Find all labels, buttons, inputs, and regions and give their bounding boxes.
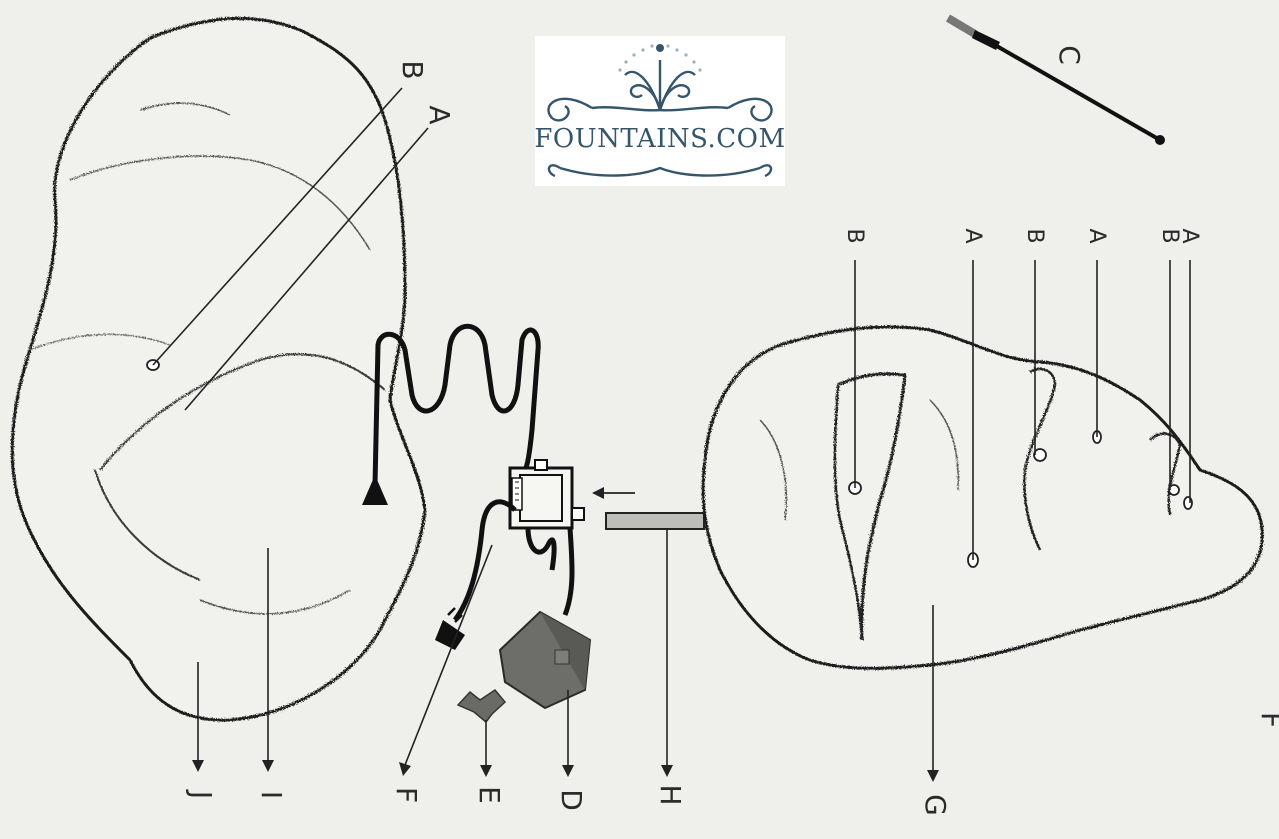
right-rock [703, 327, 1262, 668]
label-a-right-3: A [1177, 228, 1202, 243]
part-e [458, 690, 505, 722]
label-i: I [255, 791, 288, 799]
label-c: C [1053, 45, 1086, 65]
label-b-right-2: B [1022, 228, 1047, 243]
logo-text: FOUNTAINS.COM [534, 124, 785, 154]
left-rock [12, 18, 425, 720]
part-c-rod [948, 18, 1165, 145]
label-d: D [555, 789, 588, 811]
right-rock-arrowheads [927, 770, 939, 782]
label-j: J [185, 789, 218, 799]
pump [510, 460, 584, 528]
label-b-left: B [396, 60, 429, 79]
label-h: H [654, 784, 687, 805]
label-a-right-2: A [1084, 228, 1109, 243]
label-a-right-1: A [960, 228, 985, 243]
tube-h [606, 513, 704, 529]
label-f: F [390, 787, 423, 803]
label-e: E [473, 786, 506, 804]
transformer-d [500, 612, 590, 708]
fountains-logo: FOUNTAINS.COM [534, 36, 785, 186]
left-rock-arrowheads [192, 760, 274, 772]
label-a-left: A [423, 105, 456, 124]
label-g: G [919, 794, 952, 816]
edge-text: F [1255, 712, 1279, 728]
label-b-right-1: B [842, 228, 867, 243]
pump-arrowheads [399, 762, 673, 777]
